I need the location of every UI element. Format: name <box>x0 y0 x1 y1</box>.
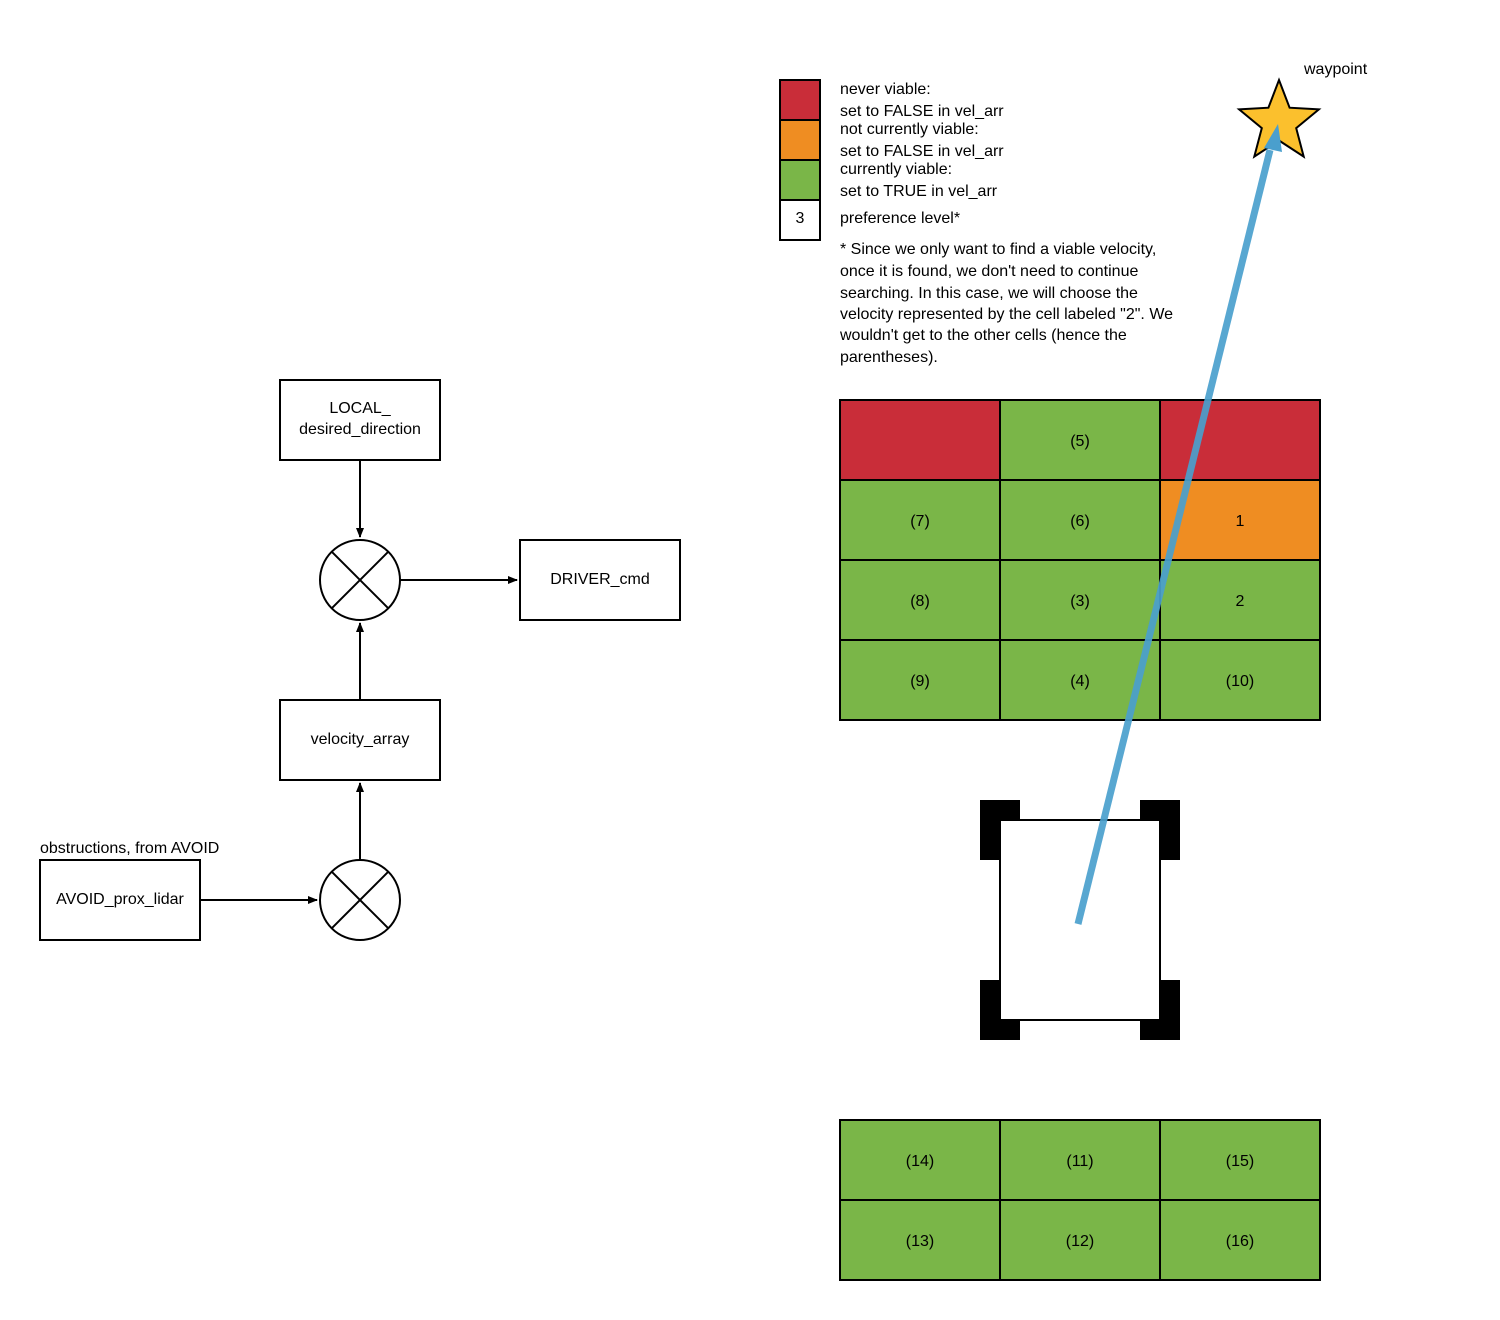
local-box-label-line2: desired_direction <box>299 421 421 438</box>
obstructions-label: obstructions, from AVOID <box>40 840 219 857</box>
avoid-prox-lidar-box[interactable]: AVOID_prox_lidar <box>39 859 201 941</box>
desired-direction-arrow <box>1074 124 1282 925</box>
local-desired-direction-box[interactable]: LOCAL_ desired_direction <box>279 379 441 461</box>
legend-notcur-line2: set to FALSE in vel_arr <box>840 143 1004 160</box>
velocity-cell <box>1159 559 1321 641</box>
velocity-cell-label: (5) <box>1070 433 1090 450</box>
footnote-line: searching. In this case, we will choose … <box>840 285 1138 302</box>
velocity-cell-label: (13) <box>906 1233 934 1250</box>
legend-never-line2: set to FALSE in vel_arr <box>840 103 1004 120</box>
velocity-cell <box>839 1199 1001 1281</box>
legend: 3 never viable: set to FALSE in vel_arr … <box>779 79 1173 366</box>
velocity-cell <box>839 399 1001 481</box>
legend-preference-label: preference level* <box>840 210 960 227</box>
velocity-cell-label: (4) <box>1070 673 1090 690</box>
legend-swatch-not-currently-viable <box>779 119 821 161</box>
legend-swatch-currently-viable <box>779 159 821 201</box>
velocity-cell-label: (16) <box>1226 1233 1254 1250</box>
velocity-cell-label: (10) <box>1226 673 1254 690</box>
velocity-cell-label: (6) <box>1070 513 1090 530</box>
velocity-cell-label: (3) <box>1070 593 1090 610</box>
avoid-prox-lidar-label: AVOID_prox_lidar <box>56 891 184 908</box>
velocity-cell-label: (15) <box>1226 1153 1254 1170</box>
footnote-line: * Since we only want to find a viable ve… <box>840 241 1156 258</box>
velocity-cell <box>839 1119 1001 1201</box>
velocity-array-box[interactable]: velocity_array <box>279 699 441 781</box>
footnote-line: wouldn't get to the other cells (hence t… <box>839 327 1127 344</box>
velocity-grid-front: (5) (7) (6) 1 (8) (3) 2 (9) (4) (10) <box>839 399 1321 721</box>
waypoint-label: waypoint <box>1303 61 1368 78</box>
legend-preference-number: 3 <box>796 210 805 227</box>
velocity-cell-label: 1 <box>1236 513 1245 530</box>
legend-cur-line2: set to TRUE in vel_arr <box>840 183 998 200</box>
velocity-cell <box>1159 1119 1321 1201</box>
velocity-grid-rear: (14) (11) (15) (13) (12) (16) <box>839 1119 1321 1281</box>
velocity-cell-label: (12) <box>1066 1233 1094 1250</box>
legend-swatch-never-viable <box>779 79 821 121</box>
velocity-cell <box>839 559 1001 641</box>
driver-cmd-label: DRIVER_cmd <box>550 571 650 588</box>
velocity-cell-label: (9) <box>910 673 930 690</box>
velocity-cell <box>839 639 1001 721</box>
junction-bottom-icon <box>319 859 401 941</box>
velocity-cell-label: (7) <box>910 513 930 530</box>
velocity-cell-label: (8) <box>910 593 930 610</box>
velocity-cell-label: 2 <box>1236 593 1245 610</box>
velocity-cell <box>999 1199 1161 1281</box>
driver-cmd-box[interactable]: DRIVER_cmd <box>519 539 681 621</box>
velocity-cell-label: (11) <box>1066 1153 1093 1170</box>
legend-never-line1: never viable: <box>840 81 931 98</box>
velocity-cell <box>1159 639 1321 721</box>
footnote-line: parentheses). <box>840 349 938 366</box>
legend-swatch-preference <box>779 199 821 241</box>
legend-notcur-line1: not currently viable: <box>840 121 979 138</box>
footnote-line: velocity represented by the cell labeled… <box>840 306 1173 323</box>
legend-cur-line1: currently viable: <box>840 161 952 178</box>
velocity-cell <box>1159 1199 1321 1281</box>
velocity-cell-label: (14) <box>906 1153 934 1170</box>
footnote-line: once it is found, we don't need to conti… <box>840 263 1138 280</box>
velocity-cell <box>1159 399 1321 481</box>
local-box-label-line1: LOCAL_ <box>329 400 391 417</box>
velocity-array-label: velocity_array <box>311 731 410 748</box>
junction-top-icon <box>319 539 401 621</box>
